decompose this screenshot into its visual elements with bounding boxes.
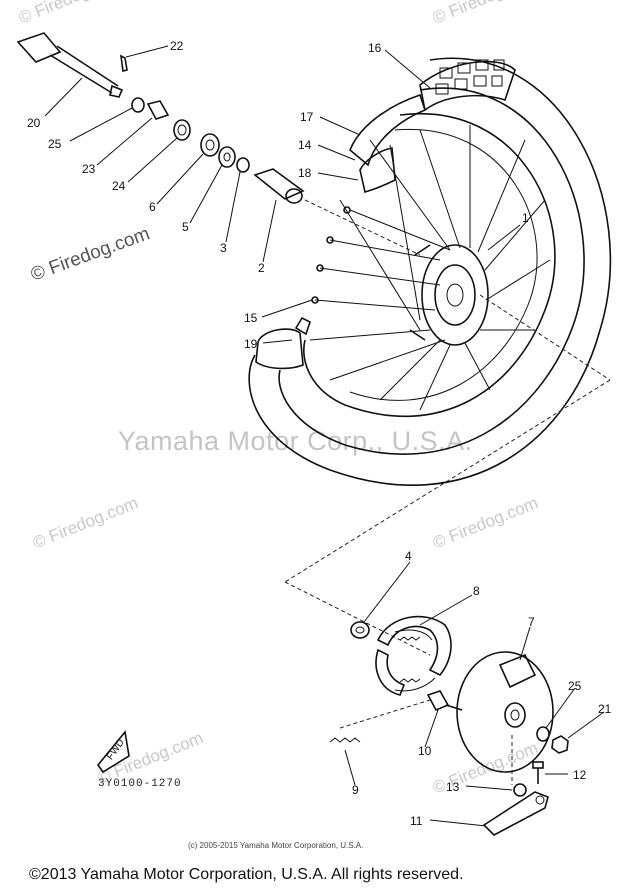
- callout-3: 3: [220, 241, 227, 255]
- callout-17: 17: [300, 110, 314, 124]
- callout-13: 13: [446, 780, 460, 794]
- axle-assembly: [16, 32, 421, 256]
- callout-7: 7: [528, 615, 535, 629]
- leader-lines: [44, 45, 605, 827]
- callout-numbers: 22 20 25 23 24 6 5 3 2 16 17 14 18 1 15 …: [27, 39, 612, 828]
- fwd-label: FWD: [105, 737, 127, 762]
- callout-15: 15: [244, 311, 258, 325]
- watermark-yamaha: Yamaha Motor Corp., U.S.A.: [118, 426, 473, 456]
- fwd-arrow: FWD: [96, 730, 130, 774]
- callout-25: 25: [48, 137, 62, 151]
- callout-10: 10: [418, 744, 432, 758]
- footer-copyright: ©2013 Yamaha Motor Corporation, U.S.A. A…: [29, 866, 464, 883]
- wheel-assembly: [248, 57, 612, 656]
- callout-19: 19: [244, 337, 258, 351]
- callout-2: 2: [258, 261, 265, 275]
- small-copyright: (c) 2005-2015 Yamaha Motor Corporation, …: [188, 841, 364, 850]
- callout-18: 18: [298, 166, 312, 180]
- callout-20: 20: [27, 116, 41, 130]
- callout-5: 5: [182, 220, 189, 234]
- callout-22: 22: [170, 39, 184, 53]
- callout-6: 6: [149, 200, 156, 214]
- callout-21: 21: [598, 702, 612, 716]
- callout-8: 8: [473, 584, 480, 598]
- callout-25-brake: 25: [568, 679, 582, 693]
- callout-11: 11: [410, 814, 423, 828]
- callout-23: 23: [82, 162, 96, 176]
- callout-4: 4: [405, 549, 412, 563]
- part-code: 3Y0100-1270: [98, 778, 182, 790]
- callout-14: 14: [298, 138, 312, 152]
- callout-24: 24: [112, 179, 126, 193]
- callout-1: 1: [522, 211, 529, 225]
- callout-9: 9: [352, 783, 359, 797]
- brake-assembly: [329, 615, 569, 836]
- callout-12: 12: [573, 768, 587, 782]
- callout-16: 16: [368, 41, 382, 55]
